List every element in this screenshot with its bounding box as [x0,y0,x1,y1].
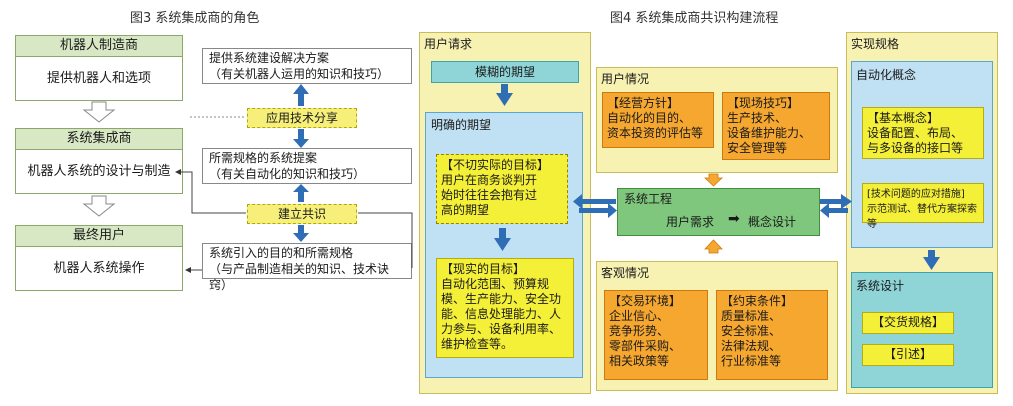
solution-line-2: （有关机器人运用的知识和技巧） [209,67,390,81]
basic-line-2: 与多设备的接口等 [867,141,964,155]
down-arrow-design [923,250,940,270]
policy-line-2: 资本投资的评估等 [607,126,704,140]
trade-environment: 【交易环境】 企业信心、 竞争形势、 零部件采购、 相关政策等 [604,290,708,380]
up-arrow-objective [704,239,723,254]
trade-line-1: 企业信心、 [609,309,670,323]
realistic-line-1: 自动化范围、预算规 [441,277,550,291]
realistic-line-5: 维护检查等。 [441,337,514,351]
up-arrow-user-situation [703,173,724,187]
policy-head: 【经营方针】 [607,96,680,110]
purpose-line-1: 系统引入的目的和所需规格 [209,246,354,260]
constraints: 【约束条件】 质量标准、 安全标准、 法律法规、 行业标准等 [716,290,828,380]
system-design-title: 系统设计 [856,279,905,293]
unrealistic-goal: 【不切实际的目标】 用户在商务谈判开 始时往往会抱有过 高的期望 [436,154,568,224]
policy-line-1: 自动化的目的、 [607,111,692,125]
maker-header: 机器人制造商 [15,35,183,57]
unrealistic-line-3: 高的期望 [441,203,490,217]
site-line-3: 安全管理等 [727,141,788,155]
site-line-1: 生产技术、 [727,111,788,125]
unrealistic-line-1: 用户在商务谈判开 [441,173,538,187]
user-needs: 用户需求 [666,215,715,229]
down-arrow-1 [82,101,116,123]
solution-box: 提供系统建设解决方案 （有关机器人运用的知识和技巧） [202,48,412,84]
unrealistic-head: 【不切实际的目标】 [441,158,550,172]
concept-design: 概念设计 [748,215,797,229]
realistic-line-2: 模、生产能力、安全功 [441,292,562,306]
realistic-goal: 【现实的目标】 自动化范围、预算规 模、生产能力、安全功 能、信息处理能力、人 … [436,258,574,358]
down-arrow-vague [496,84,513,106]
basic-head: 【基本概念】 [867,111,940,125]
purpose-line-2: （与产品制造相关的知识、技术诀窍） [209,262,390,292]
introduction: 【引述】 [862,344,954,366]
double-arrow-left [573,194,617,218]
solution-line-1: 提供系统建设解决方案 [209,51,330,65]
basic-line-1: 设备配置、布局、 [867,126,964,140]
tech-head: [技术问题的应对措施] [867,189,965,200]
realistic-line-3: 能、信息处理能力、人 [441,307,562,321]
objective-title: 客观情况 [601,266,650,280]
basic-concept: 【基本概念】 设备配置、布局、 与多设备的接口等 [862,107,984,159]
integrator-header: 系统集成商 [15,128,183,150]
down-arrow-2 [82,195,116,217]
fig3-title: 图3 系统集成商的角色 [130,11,260,26]
sys-eng-title: 系统工程 [624,192,673,206]
system-engineering-box [617,188,820,236]
consensus-label: 建立共识 [247,204,357,224]
proposal-line-1: 所需规格的系统提案 [209,151,318,165]
vague-expectation: 模糊的期望 [431,61,579,83]
fig4-title: 图4 系统集成商共识构建流程 [610,11,779,26]
site-skills: 【现场技巧】 生产技术、 设备维护能力、 安全管理等 [722,92,830,160]
constraint-line-2: 安全标准、 [721,324,782,338]
enduser-body: 机器人系统操作 [15,247,183,291]
integrator-body: 机器人系统的设计与制造 [15,150,183,194]
constraint-head: 【约束条件】 [721,294,794,308]
consensus-double-arrow [293,184,309,242]
delivery-spec: 【交货规格】 [862,312,954,334]
enduser-header: 最终用户 [15,225,183,247]
clear-expectation-title: 明确的期望 [431,118,492,132]
tech-measures: [技术问题的应对措施] 示范测试、替代方案探索等 [862,183,984,230]
down-arrow-goal [494,228,511,251]
site-line-2: 设备维护能力、 [727,126,812,140]
trade-line-2: 竞争形势、 [609,324,670,338]
spec-title: 实现规格 [851,37,900,51]
trade-line-3: 零部件采购、 [609,339,682,353]
constraint-line-3: 法律法规、 [721,339,782,353]
share-label: 应用技术分享 [247,108,357,128]
right-arrow-icon: ➡ [728,211,740,227]
purpose-box: 系统引入的目的和所需规格 （与产品制造相关的知识、技术诀窍） [202,243,412,292]
business-policy: 【经营方针】 自动化的目的、 资本投资的评估等 [602,92,714,148]
proposal-box: 所需规格的系统提案 （有关自动化的知识和技巧） [202,148,412,184]
unrealistic-line-2: 始时往往会抱有过 [441,188,538,202]
user-situation-title: 用户情况 [601,72,650,86]
site-head: 【现场技巧】 [727,96,800,110]
share-double-arrow [293,84,309,148]
trade-line-4: 相关政策等 [609,354,670,368]
constraint-line-1: 质量标准、 [721,309,782,323]
proposal-line-2: （有关自动化的知识和技巧） [209,167,366,181]
realistic-line-4: 力参与、设备利用率、 [441,322,562,336]
tech-line-1: 示范测试、替代方案探索等 [867,204,977,230]
user-request-title: 用户请求 [424,37,473,51]
double-arrow-right [820,194,852,218]
maker-body: 提供机器人和选项 [15,57,183,101]
trade-head: 【交易环境】 [609,294,682,308]
realistic-head: 【现实的目标】 [441,262,526,276]
auto-concept-title: 自动化概念 [856,68,917,82]
fig3-connectors [82,84,413,273]
constraint-line-4: 行业标准等 [721,354,782,368]
